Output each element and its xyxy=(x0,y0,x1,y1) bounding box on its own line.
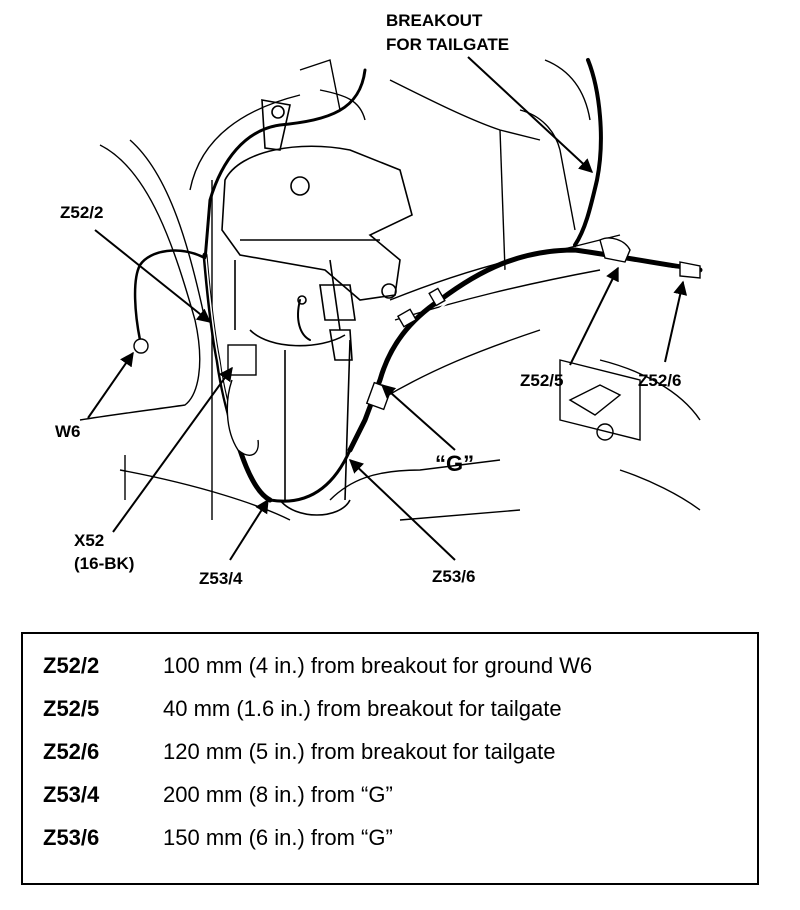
legend-code: Z52/6 xyxy=(43,739,100,764)
legend-row: Z53/4 200 mm (8 in.) from “G” xyxy=(23,775,757,818)
x52-label-line1: X52 xyxy=(74,531,105,550)
z52-5-label: Z52/5 xyxy=(520,371,564,390)
z52-6-label: Z52/6 xyxy=(638,371,682,390)
callout-arrows xyxy=(87,56,688,561)
legend-code: Z53/4 xyxy=(43,782,100,807)
legend-description: 200 mm (8 in.) from “G” xyxy=(163,782,393,807)
harness-components xyxy=(133,237,701,456)
legend-table: Z52/2 100 mm (4 in.) from breakout for g… xyxy=(21,632,759,885)
legend-row: Z52/2 100 mm (4 in.) from breakout for g… xyxy=(23,646,757,689)
legend-description: 40 mm (1.6 in.) from breakout for tailga… xyxy=(163,696,562,721)
breakout-label-line1: BREAKOUT xyxy=(386,11,483,30)
z53-6-label: Z53/6 xyxy=(432,567,476,586)
w6-label: W6 xyxy=(55,422,81,441)
breakout-label-line2: FOR TAILGATE xyxy=(386,35,510,54)
x52-label-line2: (16-BK) xyxy=(74,554,135,573)
legend-code: Z52/2 xyxy=(43,653,100,678)
legend-row: Z52/5 40 mm (1.6 in.) from breakout for … xyxy=(23,689,757,732)
z52-2-label: Z52/2 xyxy=(60,203,104,222)
legend-description: 100 mm (4 in.) from breakout for ground … xyxy=(163,653,593,678)
z53-4-label: Z53/4 xyxy=(199,569,243,588)
shock-tower xyxy=(221,99,413,516)
legend-code: Z52/5 xyxy=(43,696,100,721)
legend-row: Z52/6 120 mm (5 in.) from breakout for t… xyxy=(23,732,757,775)
legend-description: 120 mm (5 in.) from breakout for tailgat… xyxy=(163,739,556,764)
legend-row: Z53/6 150 mm (6 in.) from “G” xyxy=(23,818,757,861)
legend-description: 150 mm (6 in.) from “G” xyxy=(163,825,393,850)
g-label: “G” xyxy=(435,451,475,476)
legend-code: Z53/6 xyxy=(43,825,100,850)
harness-wires xyxy=(133,58,703,503)
